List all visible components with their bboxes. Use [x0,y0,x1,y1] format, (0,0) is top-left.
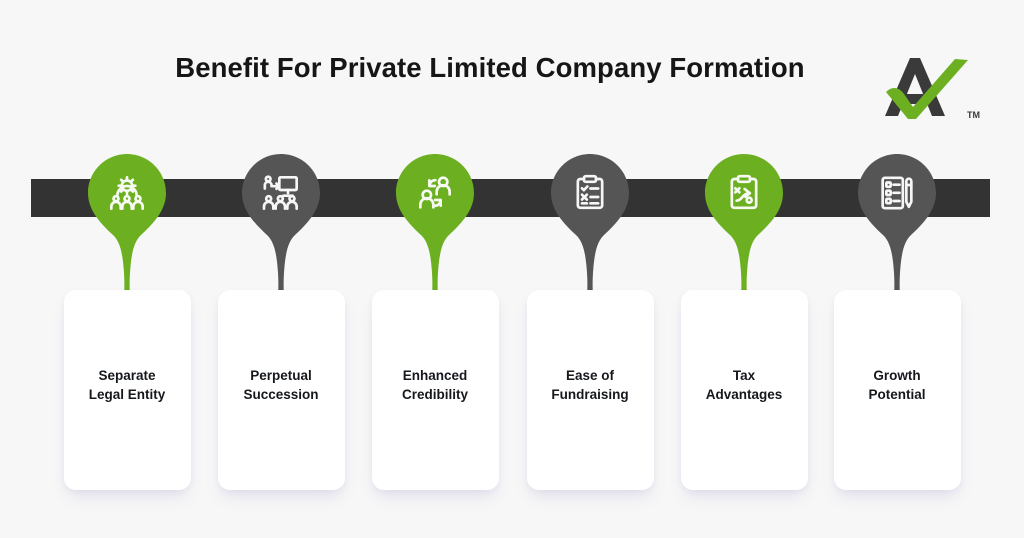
pin-teardrop-shape [396,154,474,337]
timeline-pin-5[interactable] [705,154,783,344]
pin-teardrop-shape [858,154,936,337]
benefit-card-5[interactable]: Tax Advantages [680,290,808,490]
benefit-card-3[interactable]: Enhanced Credibility [371,290,499,490]
pin-teardrop-shape [88,154,166,337]
benefit-card-label: Tax Advantages [705,368,783,403]
pin-teardrop-shape [705,154,783,337]
page-title: Benefit For Private Limited Company Form… [175,52,805,83]
timeline-pin-6[interactable] [858,154,936,344]
benefit-card-1[interactable]: Separate Legal Entity [63,290,191,490]
benefit-card-2[interactable]: Perpetual Succession [217,290,345,490]
benefit-card-label: Growth Potential [868,368,926,403]
benefit-card-6[interactable]: Growth Potential [833,290,961,490]
benefit-card-4[interactable]: Ease of Fundraising [526,290,654,490]
pin-teardrop-shape [242,154,320,337]
timeline-bar [31,179,990,217]
timeline-pin-1[interactable] [88,154,166,344]
benefit-card-label: Separate Legal Entity [88,368,166,403]
benefit-card-label: Perpetual Succession [243,368,319,403]
brand-logo: TM [872,50,980,124]
pin-teardrop-shape [551,154,629,337]
timeline-pin-4[interactable] [551,154,629,344]
logo-check-icon [886,59,968,119]
timeline-pin-3[interactable] [396,154,474,344]
benefit-card-label: Enhanced Credibility [401,368,468,403]
logo-trademark-symbol: TM [967,110,980,120]
timeline-pin-2[interactable] [242,154,320,344]
benefit-card-label: Ease of Fundraising [551,368,629,403]
